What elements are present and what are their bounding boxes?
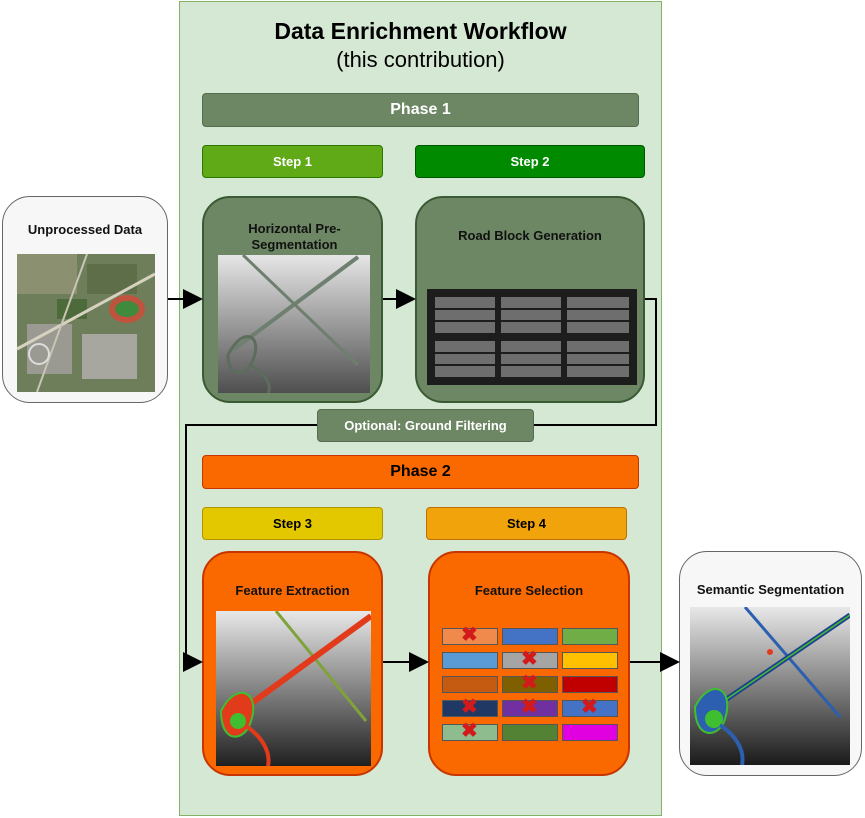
removed-x-icon: ✖ — [521, 648, 538, 670]
removed-x-icon: ✖ — [461, 624, 478, 646]
removed-x-icon: ✖ — [461, 720, 478, 742]
feature-extraction-card: Feature Extraction — [202, 551, 383, 776]
unprocessed-data-label: Unprocessed Data — [27, 222, 143, 237]
feature-selection-label: Feature Selection — [474, 583, 584, 598]
step-4-bar: Step 4 — [426, 507, 627, 540]
feature-cell — [502, 628, 558, 645]
feature-cell — [562, 724, 618, 741]
feature-cell: ✖ — [442, 720, 498, 742]
feature-cell: ✖ — [562, 696, 618, 718]
pre-segmentation-label: Horizontal Pre-Segmentation — [248, 221, 341, 252]
semantic-segmentation-card: Semantic Segmentation — [679, 551, 862, 776]
feature-cell — [442, 676, 498, 693]
optional-ground-filtering: Optional: Ground Filtering — [317, 409, 534, 442]
feature-cell — [562, 628, 618, 645]
diagram-subtitle: (this contribution) — [336, 47, 505, 72]
feature-extraction-image — [216, 611, 371, 766]
removed-x-icon: ✖ — [461, 696, 478, 718]
aerial-image — [17, 254, 155, 392]
unprocessed-data-card: Unprocessed Data — [2, 196, 168, 403]
step-1-bar: Step 1 — [202, 145, 383, 178]
feature-extraction-label: Feature Extraction — [235, 583, 350, 598]
connector-step2-to-filter — [534, 298, 657, 426]
road-block-image — [427, 289, 637, 385]
pre-segmentation-image — [218, 255, 370, 393]
removed-x-icon: ✖ — [521, 672, 538, 694]
feature-grid: ✖✖✖✖✖✖✖ — [442, 624, 622, 748]
feature-cell: ✖ — [442, 696, 498, 718]
phase-2-bar: Phase 2 — [202, 455, 639, 489]
road-block-card: Road Block Generation — [415, 196, 645, 403]
feature-cell: ✖ — [502, 696, 558, 718]
step-2-bar: Step 2 — [415, 145, 645, 178]
pre-segmentation-card: Horizontal Pre-Segmentation — [202, 196, 383, 403]
feature-cell — [502, 724, 558, 741]
step-3-bar: Step 3 — [202, 507, 383, 540]
feature-cell — [562, 676, 618, 693]
semantic-segmentation-image — [690, 607, 850, 765]
connector-filter-to-step3 — [183, 424, 317, 672]
feature-cell: ✖ — [442, 624, 498, 646]
feature-selection-card: Feature Selection ✖✖✖✖✖✖✖ — [428, 551, 630, 776]
removed-x-icon: ✖ — [521, 696, 538, 718]
phase-1-bar: Phase 1 — [202, 93, 639, 127]
diagram-title: Data Enrichment Workflow — [274, 18, 567, 44]
feature-cell — [442, 652, 498, 669]
road-block-label: Road Block Generation — [458, 228, 602, 243]
semantic-segmentation-label: Semantic Segmentation — [696, 582, 845, 597]
feature-cell: ✖ — [502, 672, 558, 694]
removed-x-icon: ✖ — [581, 696, 598, 718]
feature-cell: ✖ — [502, 648, 558, 670]
feature-cell — [562, 652, 618, 669]
